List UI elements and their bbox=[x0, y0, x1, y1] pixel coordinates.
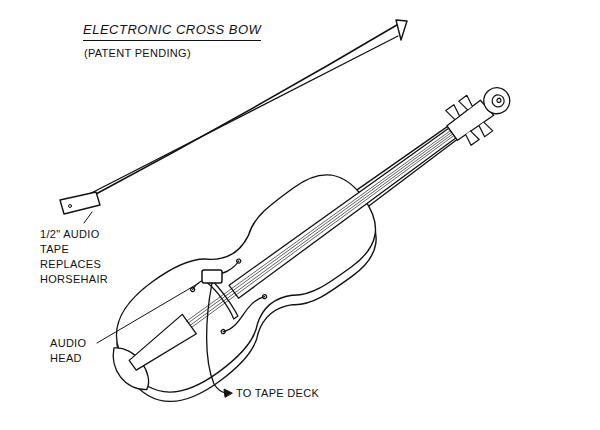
scroll-spiral bbox=[490, 93, 507, 110]
violin bbox=[86, 48, 545, 427]
subtitle: (PATENT PENDING) bbox=[84, 46, 191, 61]
bow-tape bbox=[64, 36, 398, 207]
f-hole-eye bbox=[220, 329, 226, 335]
f-hole-eye bbox=[262, 294, 268, 300]
leader-line bbox=[84, 212, 92, 223]
callout-label: AUDIO HEAD bbox=[50, 336, 86, 366]
bow bbox=[60, 20, 407, 214]
arrow-head bbox=[224, 389, 232, 397]
f-hole-eye bbox=[236, 258, 242, 264]
fingerboard bbox=[229, 127, 457, 299]
tailpiece bbox=[126, 314, 197, 375]
audio-wire bbox=[207, 283, 226, 393]
scroll bbox=[479, 83, 515, 119]
audio-head bbox=[202, 270, 222, 283]
callout-label: 1/2" AUDIO TAPE REPLACES HORSEHAIR bbox=[40, 227, 108, 287]
strings bbox=[187, 130, 455, 328]
bow-screw bbox=[69, 205, 72, 208]
leader-line bbox=[97, 283, 199, 343]
bow-tip bbox=[396, 20, 407, 40]
bow-frog bbox=[60, 192, 100, 214]
title: ELECTRONIC CROSS BOW bbox=[83, 22, 261, 41]
scroll-spiral bbox=[496, 98, 502, 104]
callout-label: TO TAPE DECK bbox=[236, 386, 319, 401]
